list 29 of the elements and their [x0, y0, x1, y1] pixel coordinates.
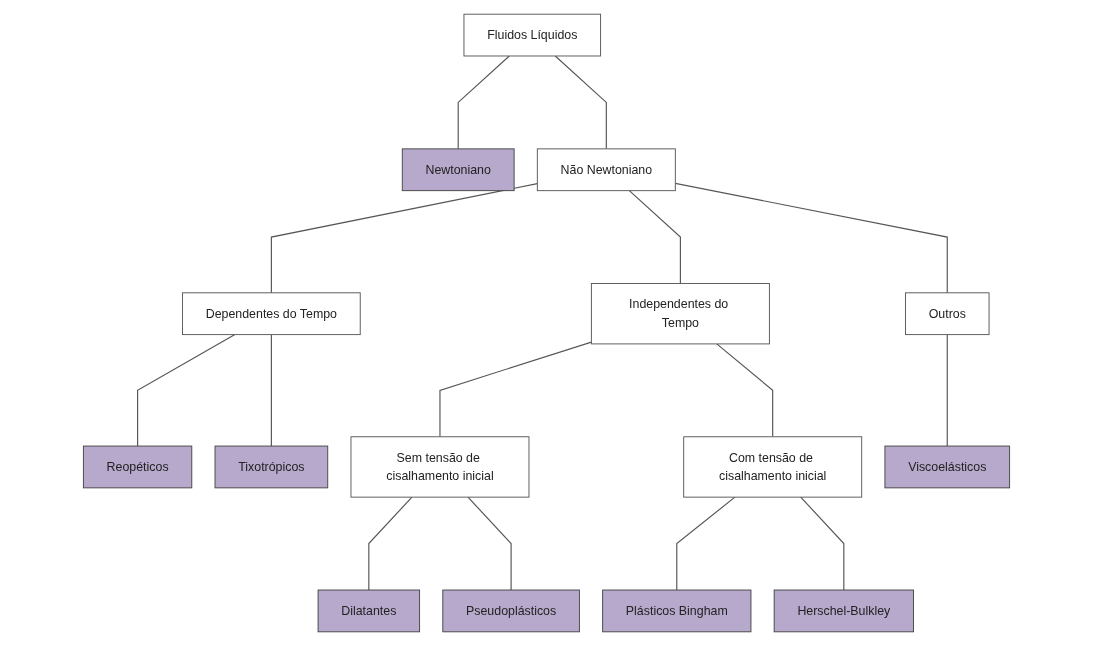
connector	[137, 334, 236, 447]
node-box: Newtoniano	[401, 148, 515, 192]
connector	[674, 182, 948, 294]
connector	[368, 496, 413, 591]
node-box: Viscoelásticos	[884, 445, 1011, 489]
node-box: Com tensão de cisalhamento inicial	[683, 436, 863, 498]
connector	[457, 55, 510, 150]
node-box: Não Newtoniano	[536, 148, 676, 192]
node-box: Herschel-Bulkley	[773, 589, 914, 633]
node-box: Sem tensão de cisalhamento inicial	[350, 436, 530, 498]
connector	[270, 183, 538, 294]
connector	[676, 496, 736, 591]
node-box: Reopéticos	[82, 445, 193, 489]
node-box: Pseudoplásticos	[442, 589, 580, 633]
connector	[270, 334, 272, 447]
node-box: Dilatantes	[317, 589, 421, 633]
connector	[439, 341, 592, 438]
node-box: Tixotrópicos	[214, 445, 329, 489]
connector	[467, 496, 512, 591]
node-box: Independentes do Tempo	[590, 283, 770, 345]
connector	[800, 496, 845, 591]
node-box: Plásticos Bingham	[602, 589, 752, 633]
connector	[554, 55, 607, 150]
connector	[946, 334, 948, 447]
connector	[628, 190, 681, 285]
node-box: Outros	[905, 292, 990, 336]
node-box: Dependentes do Tempo	[182, 292, 361, 336]
node-box: Fluidos Líquidos	[463, 13, 602, 57]
connector	[716, 343, 774, 438]
